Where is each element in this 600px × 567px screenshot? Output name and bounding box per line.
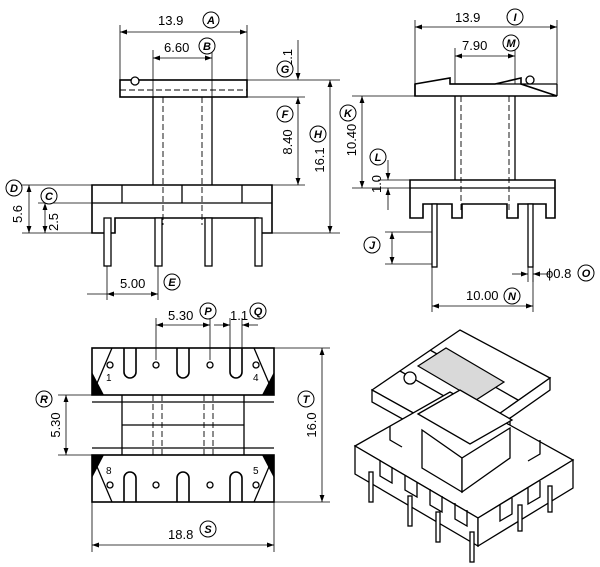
dim-N-code: N bbox=[508, 291, 517, 303]
dim-B-value: 6.60 bbox=[164, 40, 189, 55]
dim-G-code: G bbox=[281, 64, 290, 76]
bottom-lower-flange bbox=[91, 454, 275, 503]
dim-P-code: P bbox=[204, 306, 212, 318]
dim-E-code: E bbox=[168, 277, 176, 289]
dim-K-code: K bbox=[344, 108, 353, 120]
iso-pin bbox=[547, 485, 553, 513]
dim-E-value: 5.00 bbox=[120, 276, 145, 291]
iso-pin bbox=[368, 471, 374, 503]
front-pin bbox=[154, 217, 163, 267]
dim-D-value: 5.6 bbox=[10, 205, 25, 223]
front-pin bbox=[254, 217, 263, 267]
dim-O-code: O bbox=[582, 268, 591, 280]
dim-K-value: 10.40 bbox=[344, 124, 359, 157]
dim-A-value: 13.9 bbox=[158, 13, 183, 28]
front-nub bbox=[130, 76, 140, 86]
dim-S-code: S bbox=[204, 524, 212, 536]
dim-I-code: I bbox=[513, 12, 517, 24]
dim-F-value: 8.40 bbox=[280, 129, 295, 154]
dim-D-code: D bbox=[10, 183, 18, 195]
pin-label-8: 8 bbox=[106, 466, 112, 477]
iso-pin bbox=[469, 531, 475, 563]
side-pin bbox=[527, 203, 534, 268]
dim-Q-value: 1.1 bbox=[230, 308, 248, 323]
dim-B-code: B bbox=[203, 41, 211, 53]
dim-R-value: 5.30 bbox=[48, 412, 63, 437]
dim-Q-code: Q bbox=[254, 306, 263, 318]
dim-N-value: 10.00 bbox=[466, 288, 499, 303]
dim-F-code: F bbox=[282, 109, 289, 121]
dim-H-value: 16.1 bbox=[312, 147, 327, 172]
bottom-upper-flange bbox=[91, 347, 275, 396]
iso-pin bbox=[517, 504, 523, 532]
pin-label-1: 1 bbox=[106, 373, 112, 384]
dim-M-code: M bbox=[506, 38, 516, 50]
dim-S-value: 18.8 bbox=[168, 527, 193, 542]
iso-pin bbox=[435, 511, 441, 543]
dim-C-value: 2.5 bbox=[46, 213, 61, 231]
dim-R-code: R bbox=[40, 394, 48, 406]
bottom-view: 1 4 8 5 5.30 P bbox=[35, 302, 330, 552]
side-nub bbox=[525, 75, 535, 85]
dim-P-value: 5.30 bbox=[168, 308, 193, 323]
side-pin bbox=[431, 203, 438, 268]
iso-nub bbox=[403, 371, 417, 385]
front-pin bbox=[103, 217, 112, 267]
dim-J-code: J bbox=[369, 240, 376, 252]
dim-L-code: L bbox=[375, 152, 382, 164]
pin-label-5: 5 bbox=[253, 466, 259, 477]
side-top-flange bbox=[414, 76, 558, 97]
dim-H-code: H bbox=[314, 129, 323, 141]
isometric-view bbox=[353, 329, 575, 563]
dim-I-value: 13.9 bbox=[455, 10, 480, 25]
front-view: 13.9 A 6.60 B 2.1 G 8.40 F 16.1 H 5.6 bbox=[5, 11, 340, 300]
iso-pin bbox=[407, 495, 413, 527]
dim-L-value: 1.0 bbox=[369, 175, 384, 193]
dim-A-code: A bbox=[206, 15, 215, 27]
dim-T-value: 16.0 bbox=[304, 412, 319, 437]
dim-M-value: 7.90 bbox=[462, 38, 487, 53]
pin-label-4: 4 bbox=[253, 373, 259, 384]
dim-O-value: ϕ0.8 bbox=[546, 266, 571, 281]
dim-C-code: C bbox=[45, 191, 54, 203]
front-pin bbox=[204, 217, 213, 267]
side-view: 13.9 I 7.90 M 10.40 K 1.0 L J 10.00 bbox=[339, 8, 595, 312]
side-base bbox=[409, 179, 556, 219]
front-top-flange bbox=[119, 79, 248, 98]
dim-T-code: T bbox=[303, 394, 311, 406]
